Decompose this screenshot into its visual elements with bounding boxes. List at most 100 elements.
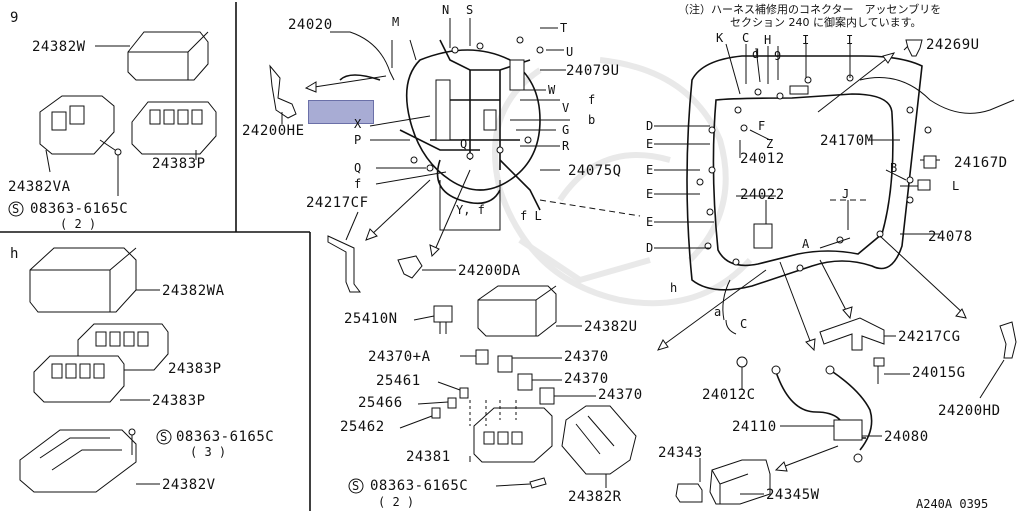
part-number-24345W[interactable]: 24345W	[766, 487, 820, 503]
part-number-24370-c[interactable]: 24370	[598, 387, 643, 403]
part-number-24078[interactable]: 24078	[928, 229, 973, 245]
leader-top-right-letters	[725, 43, 851, 95]
callout-a: a	[714, 305, 722, 319]
leader-mid-right	[736, 129, 776, 224]
part-number-24022[interactable]: 24022	[740, 187, 785, 203]
screw-qty-b: ( 3 )	[190, 445, 227, 459]
arrow-24200HD	[879, 235, 965, 315]
callout-T: T	[560, 21, 568, 35]
callout-N: N	[442, 3, 450, 17]
part-number-24217CG[interactable]: 24217CG	[898, 329, 961, 345]
part-number-24020[interactable]: 24020	[288, 17, 333, 33]
callout-F: F	[758, 119, 766, 133]
callout-M: M	[392, 15, 400, 29]
section-label-h: h	[10, 246, 19, 262]
callout-h: h	[670, 281, 678, 295]
highlighted-callout-box[interactable]	[308, 100, 374, 124]
fuse-box-base-24382VA	[39, 95, 122, 196]
callout-G: G	[562, 123, 570, 137]
bracket-24217CF	[327, 211, 361, 293]
note-line-2: セクション 240 に御案内しています。	[730, 16, 922, 29]
part-number-24370-b[interactable]: 24370	[564, 371, 609, 387]
leader-left-right-letters	[654, 125, 714, 249]
part-number-24343[interactable]: 24343	[658, 445, 703, 461]
screw-part-number-c[interactable]: 08363-6165C	[370, 478, 469, 494]
part-number-24382U[interactable]: 24382U	[584, 319, 638, 335]
callout-fL: f L	[520, 209, 542, 223]
part-number-24015G[interactable]: 24015G	[912, 365, 966, 381]
arrow-24200HE	[307, 75, 387, 89]
screw-s-glyph-b: S	[160, 430, 168, 444]
screw-c	[495, 477, 547, 489]
screw-part-number-a[interactable]: 08363-6165C	[30, 201, 129, 217]
section-label-g: 9	[10, 10, 19, 26]
relays-24370	[399, 349, 596, 429]
callout-E2: E	[646, 163, 654, 177]
part-number-24110[interactable]: 24110	[732, 419, 777, 435]
part-number-24170M[interactable]: 24170M	[820, 133, 874, 149]
part-number-25462[interactable]: 25462	[340, 419, 385, 435]
part-number-24370A[interactable]: 24370+A	[368, 349, 431, 365]
fuse-box-24381	[469, 400, 553, 463]
part-number-24217CF[interactable]: 24217CF	[306, 195, 369, 211]
callout-b: b	[588, 113, 596, 127]
leader-center-letters	[391, 18, 570, 171]
arrow-24269U	[817, 55, 891, 113]
arrow-24382U	[661, 269, 767, 347]
screw-part-number-b[interactable]: 08363-6165C	[176, 429, 275, 445]
part-number-24383P-b[interactable]: 24383P	[168, 361, 222, 377]
part-number-24382VA[interactable]: 24382VA	[8, 179, 71, 195]
callout-J: J	[842, 187, 850, 201]
part-number-24382WA[interactable]: 24382WA	[162, 283, 225, 299]
screw-qty-a: ( 2 )	[60, 217, 97, 231]
dashed-link	[539, 199, 641, 217]
clip-24200DA	[397, 255, 456, 279]
callout-I1: I	[802, 33, 810, 47]
part-number-24200HE[interactable]: 24200HE	[242, 123, 305, 139]
callout-Q1: Q	[460, 137, 468, 151]
clip-24200HD	[979, 321, 1017, 399]
part-number-24167D[interactable]: 24167D	[954, 155, 1008, 171]
part-number-24200DA[interactable]: 24200DA	[458, 263, 521, 279]
leader-24020	[330, 31, 395, 81]
part-number-24382R[interactable]: 24382R	[568, 489, 622, 505]
part-number-24382V[interactable]: 24382V	[162, 477, 216, 493]
callout-P: P	[354, 133, 362, 147]
part-number-24079U[interactable]: 24079U	[566, 63, 620, 79]
connector-24343-24345W	[675, 458, 771, 505]
callout-E3: E	[646, 187, 654, 201]
part-number-24383P-a[interactable]: 24383P	[152, 156, 206, 172]
callout-Z: Z	[766, 137, 774, 151]
part-number-24269U[interactable]: 24269U	[926, 37, 980, 53]
relay-25410N	[413, 305, 453, 334]
battery-cables-24110-24080	[771, 365, 882, 463]
screw-s-glyph-c: S	[352, 479, 360, 493]
fuse-box-cover-24382U	[477, 285, 582, 337]
callout-C2: C	[740, 317, 748, 331]
callout-A: A	[802, 237, 810, 251]
part-number-24383P-c[interactable]: 24383P	[152, 393, 206, 409]
callout-d: d	[752, 47, 760, 61]
part-number-24381[interactable]: 24381	[406, 449, 451, 465]
part-number-25410N[interactable]: 25410N	[344, 311, 398, 327]
part-number-24382W[interactable]: 24382W	[32, 39, 86, 55]
arrow-24200DA	[433, 169, 471, 253]
callout-L: L	[952, 179, 960, 193]
leader-left-letters	[369, 115, 447, 185]
part-number-24370-a[interactable]: 24370	[564, 349, 609, 365]
part-number-24075Q[interactable]: 24075Q	[568, 163, 622, 179]
arrow-24345W	[779, 445, 839, 469]
screw-qty-c: ( 2 )	[378, 495, 415, 509]
part-number-24080[interactable]: 24080	[884, 429, 929, 445]
callout-S: S	[466, 3, 474, 17]
note-line-1: （注）ハーネス補修用のコネクター アッセンブリを	[678, 3, 942, 16]
part-number-25461[interactable]: 25461	[376, 373, 421, 389]
screw-symbol-b	[156, 429, 172, 445]
callout-f1: f	[588, 93, 596, 107]
part-number-24200HD[interactable]: 24200HD	[938, 403, 1001, 419]
part-number-24012C[interactable]: 24012C	[702, 387, 756, 403]
part-number-24012[interactable]: 24012	[740, 151, 785, 167]
part-number-25466[interactable]: 25466	[358, 395, 403, 411]
bolt-24015G	[873, 357, 910, 384]
